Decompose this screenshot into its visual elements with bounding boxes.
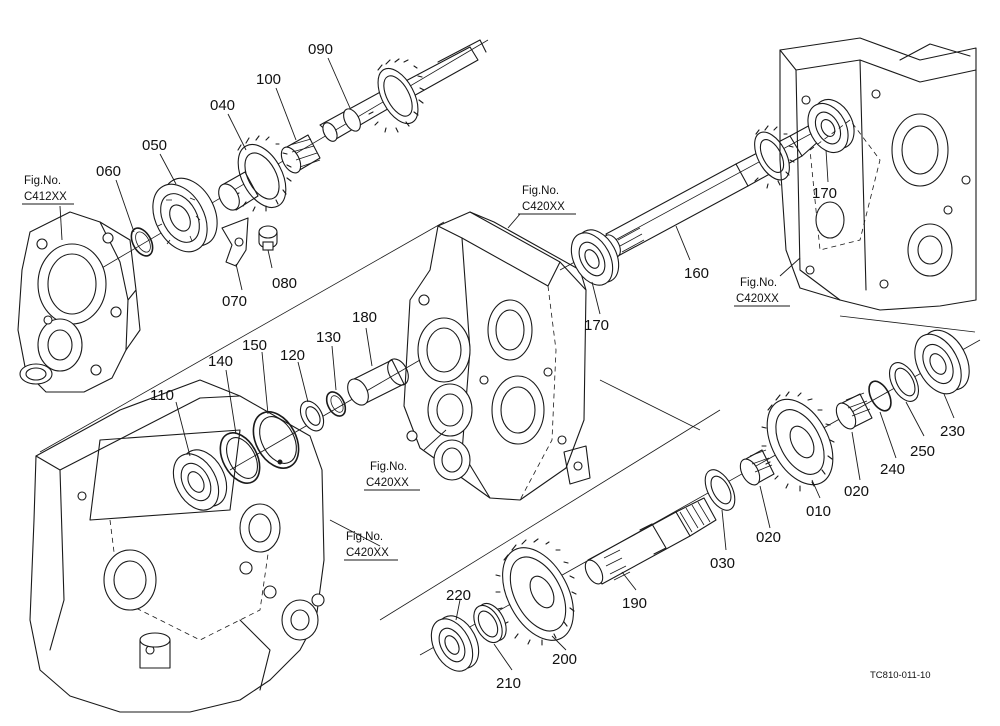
- figure-reference-labels: Fig.No. C412XX Fig.No. C420XX Fig.No. C4…: [22, 175, 790, 561]
- circlip-060: [130, 227, 154, 257]
- shaft-160: [603, 123, 821, 258]
- lower-shaft-assembly: [419, 329, 981, 672]
- shaft-190: [584, 497, 717, 585]
- label-240: 240: [880, 461, 905, 478]
- label-010: 010: [806, 503, 831, 520]
- lower-left-housing: [29, 379, 325, 713]
- label-220: 220: [446, 587, 471, 604]
- fig-ref-c420-mid-line1: Fig.No.: [370, 461, 407, 473]
- leader-lines: [59, 57, 955, 671]
- collar-180: [347, 358, 409, 406]
- label-080: 080: [272, 275, 297, 292]
- label-250: 250: [910, 443, 935, 460]
- ball-bearing-110: [172, 449, 228, 511]
- label-130: 130: [316, 329, 341, 346]
- fig-ref-c420-right: Fig.No. C420XX: [734, 277, 790, 307]
- shaft-160-assembly: [559, 98, 855, 286]
- label-170-right: 170: [812, 185, 837, 202]
- label-090: 090: [308, 41, 333, 58]
- label-190: 190: [622, 595, 647, 612]
- fig-ref-c420-low-line1: Fig.No.: [346, 531, 383, 543]
- label-180: 180: [352, 309, 377, 326]
- snap-ring-130: [325, 391, 347, 417]
- washer-120: [299, 400, 325, 432]
- label-060: 060: [96, 163, 121, 180]
- fig-ref-c412-line1: Fig.No.: [24, 175, 61, 187]
- label-210: 210: [496, 675, 521, 692]
- fig-ref-c420-top-line2: C420XX: [522, 201, 565, 213]
- label-230: 230: [940, 423, 965, 440]
- label-160: 160: [684, 265, 709, 282]
- shaft-090: [319, 39, 487, 142]
- needle-bearing-020-right: [835, 392, 873, 430]
- label-110: 110: [150, 387, 174, 404]
- label-040: 040: [210, 97, 235, 114]
- spacer-210: [473, 602, 507, 644]
- right-transmission-housing: [779, 37, 977, 311]
- needle-bearing-020-left: [739, 449, 775, 486]
- gear-040: [218, 135, 292, 212]
- drawing-code: TC810-011-10: [870, 670, 931, 681]
- label-030: 030: [710, 555, 735, 572]
- o-ring-150: [252, 411, 300, 469]
- label-150: 150: [242, 337, 267, 354]
- upper-shaft-assembly: [89, 39, 489, 276]
- fig-ref-c420-right-line2: C420XX: [736, 293, 779, 305]
- bracket-070: [221, 217, 249, 267]
- fig-ref-c420-top: Fig.No. C420XX: [518, 185, 576, 215]
- ball-bearing-170-left: [570, 229, 620, 286]
- gear-200: [495, 538, 577, 646]
- fig-ref-c412: Fig.No. C412XX: [22, 175, 74, 205]
- mid-shaft-parts: [172, 358, 421, 511]
- label-100: 100: [256, 71, 281, 88]
- left-cover-housing: [17, 211, 141, 393]
- fig-ref-c420-mid: Fig.No. C420XX: [364, 461, 420, 491]
- part-number-labels: 090 100 040 050 060 070 080 180 130 120 …: [96, 41, 965, 692]
- label-020-right: 020: [844, 483, 869, 500]
- fig-ref-c420-low: Fig.No. C420XX: [344, 531, 398, 561]
- ball-bearing-230: [914, 329, 970, 395]
- label-070: 070: [222, 293, 247, 310]
- snap-ring-240: [868, 380, 892, 412]
- label-200: 200: [552, 651, 577, 668]
- washer-250: [888, 362, 920, 402]
- label-140: 140: [208, 353, 233, 370]
- center-transmission-housing: [403, 211, 591, 501]
- label-050: 050: [142, 137, 167, 154]
- label-020-left: 020: [756, 529, 781, 546]
- ball-bearing-170-right: [807, 98, 855, 154]
- fig-ref-c412-line2: C412XX: [24, 191, 67, 203]
- fig-ref-c420-top-line1: Fig.No.: [522, 185, 559, 197]
- bolt-080: [258, 225, 278, 251]
- fig-ref-c420-mid-line2: C420XX: [366, 477, 409, 489]
- fig-ref-c420-low-line2: C420XX: [346, 547, 389, 559]
- needle-bearing-100: [280, 134, 321, 174]
- fig-ref-c420-right-line1: Fig.No.: [740, 277, 777, 289]
- thrust-washer-030: [704, 469, 736, 511]
- ball-bearing-050: [152, 177, 218, 253]
- ball-bearing-220: [430, 615, 480, 672]
- label-120: 120: [280, 347, 305, 364]
- o-ring-140: [219, 432, 261, 484]
- gear-010: [761, 391, 835, 492]
- label-170-left: 170: [584, 317, 609, 334]
- section-divider-lines: [39, 221, 976, 621]
